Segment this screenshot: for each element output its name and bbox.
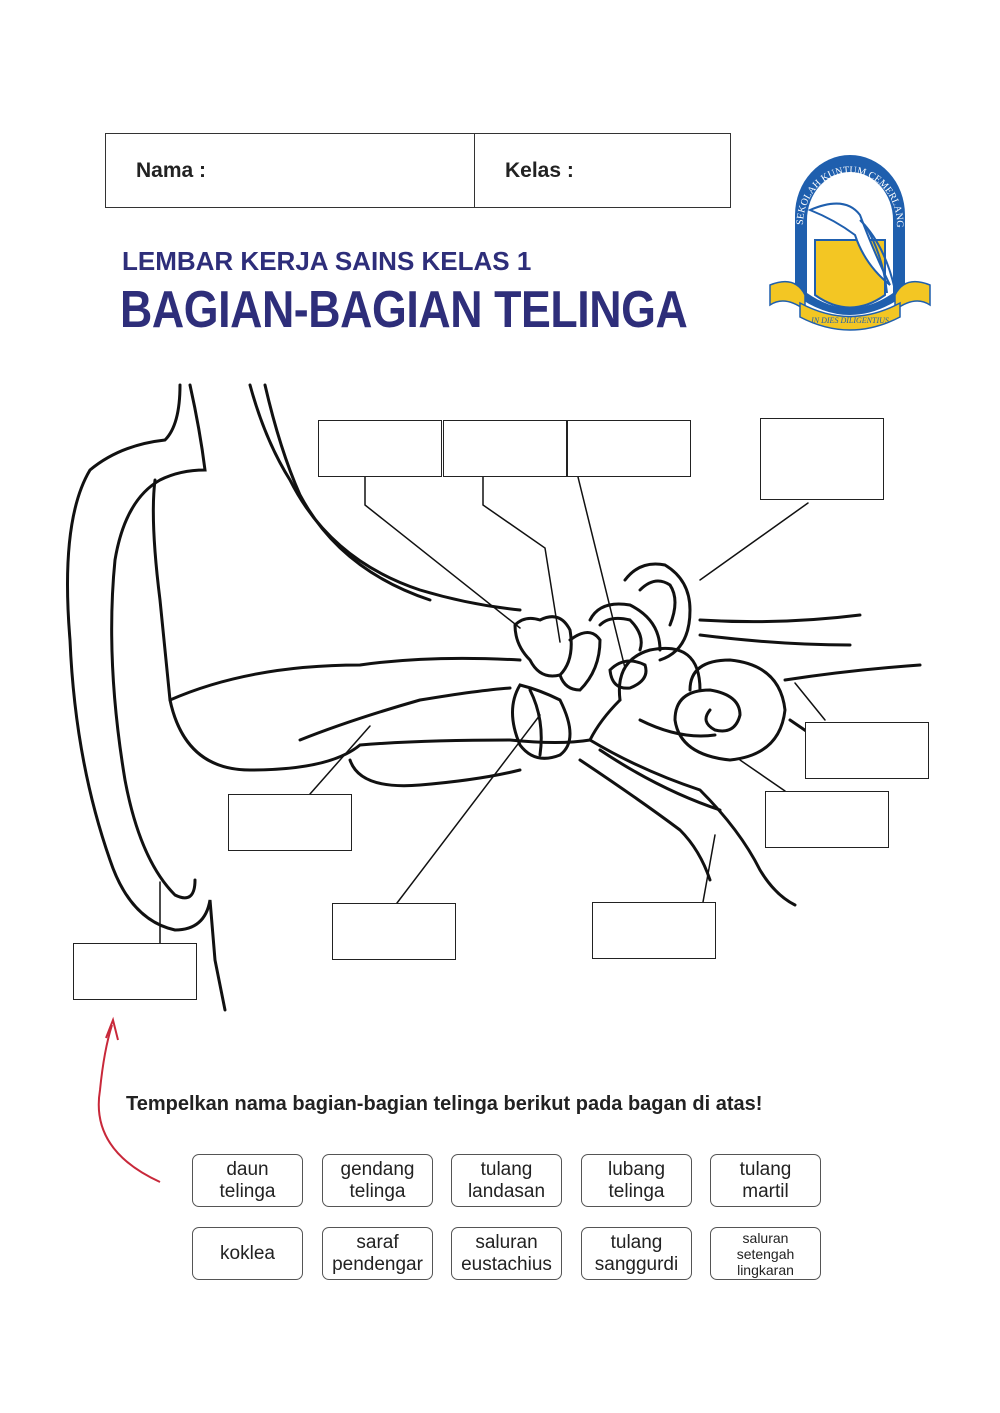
name-label: Nama :: [136, 158, 207, 182]
label-box-5[interactable]: [805, 722, 929, 779]
leader-lines: [159, 476, 826, 944]
word-card[interactable]: saluran eustachius: [451, 1227, 562, 1280]
word-card[interactable]: saraf pendengar: [322, 1227, 433, 1280]
class-field[interactable]: Kelas :: [475, 134, 730, 207]
class-label: Kelas :: [505, 158, 574, 182]
word-card[interactable]: lubang telinga: [581, 1154, 692, 1207]
school-logo: IN DIES DILIGENTIUS SEKOLAH KUNTUM CEMER…: [769, 155, 931, 331]
instruction-text: Tempelkan nama bagian-bagian telinga ber…: [126, 1093, 763, 1115]
svg-text:IN DIES DILIGENTIUS: IN DIES DILIGENTIUS: [810, 316, 889, 325]
name-field[interactable]: Nama :: [106, 134, 475, 207]
ear-drawing: [66, 383, 922, 1012]
worksheet-title: BAGIAN-BAGIAN TELINGA: [120, 281, 688, 339]
label-box-6[interactable]: [765, 791, 889, 848]
worksheet-subtitle: LEMBAR KERJA SAINS KELAS 1: [122, 246, 532, 276]
label-box-9[interactable]: [592, 902, 716, 959]
label-box-7[interactable]: [228, 794, 352, 851]
student-info-table: Nama : Kelas :: [105, 133, 731, 208]
label-box-8[interactable]: [332, 903, 456, 960]
word-card[interactable]: tulang sanggurdi: [581, 1227, 692, 1280]
label-box-1[interactable]: [318, 420, 442, 477]
word-card[interactable]: koklea: [192, 1227, 303, 1280]
label-box-2[interactable]: [443, 420, 567, 477]
label-box-3[interactable]: [567, 420, 691, 477]
word-card[interactable]: saluran setengah lingkaran: [710, 1227, 821, 1280]
word-card[interactable]: tulang martil: [710, 1154, 821, 1207]
ear-diagram: [66, 383, 922, 1012]
curved-arrow-icon: [97, 1016, 161, 1183]
word-card[interactable]: gendang telinga: [322, 1154, 433, 1207]
word-card[interactable]: daun telinga: [192, 1154, 303, 1207]
word-card[interactable]: tulang landasan: [451, 1154, 562, 1207]
label-box-10[interactable]: [73, 943, 197, 1000]
label-box-4[interactable]: [760, 418, 884, 500]
